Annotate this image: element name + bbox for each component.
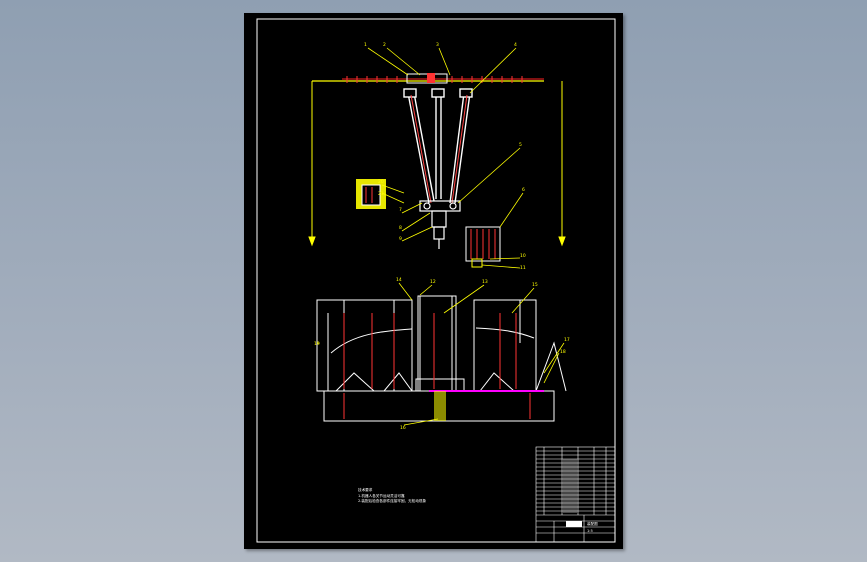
callout-label: 9 — [399, 236, 402, 242]
callout-label: 1 — [364, 42, 367, 48]
drawing-sheet: 1 2 3 4 5 6 7 8 9 10 11 12 13 14 15 16 1… — [244, 13, 623, 549]
notes-line: 1.机器人各关节运动灵活可靠 — [358, 493, 405, 498]
callout-label: 3 — [436, 42, 439, 48]
callout-label: 11 — [520, 265, 526, 271]
drawing-name: 装配图 — [587, 521, 598, 526]
callout-label: 7 — [399, 207, 402, 213]
callout-label: 10 — [520, 253, 526, 259]
callout-label: 5 — [519, 142, 522, 148]
callout-label: 18 — [560, 349, 566, 355]
notes-line: 2.装配后检查各部件连接牢固，无松动现象 — [358, 498, 427, 503]
technical-notes: 技术要求 1.机器人各关节运动灵活可靠 2.装配后检查各部件连接牢固，无松动现象 — [358, 487, 427, 503]
title-block-fill — [563, 459, 582, 527]
leader-lines — [317, 47, 565, 426]
callout-label: 20 — [378, 179, 384, 185]
callout-label: 8 — [399, 225, 402, 231]
callout-label: 15 — [532, 282, 538, 288]
arm-centerlines — [410, 94, 468, 204]
callout-label: 17 — [564, 337, 570, 343]
callout-label: 19 — [314, 341, 320, 347]
title-block-text: 装配图 1:5 — [587, 521, 598, 533]
drawing-frame — [256, 18, 616, 543]
detail-view-right — [465, 226, 501, 268]
travel-arrows — [308, 81, 566, 247]
callout-labels: 1 2 3 4 5 6 7 8 9 10 11 12 13 14 15 16 1… — [314, 42, 570, 431]
callout-label: 2 — [383, 42, 386, 48]
assembly-drawing: 1 2 3 4 5 6 7 8 9 10 11 12 13 14 15 16 1… — [256, 18, 616, 543]
drawing-scale: 1:5 — [587, 529, 593, 533]
callout-label: 14 — [396, 277, 402, 283]
callout-label: 4 — [514, 42, 517, 48]
notes-heading: 技术要求 — [358, 487, 373, 492]
callout-label: 13 — [482, 279, 488, 285]
callout-label: 12 — [430, 279, 436, 285]
fixture-hatching — [343, 313, 531, 419]
end-effector — [419, 200, 461, 249]
detail-view-left — [356, 179, 386, 209]
center-post — [434, 391, 446, 421]
callout-label: 21 — [378, 191, 384, 197]
callout-label: 16 — [400, 425, 406, 431]
top-rail — [312, 73, 544, 84]
callout-label: 6 — [522, 187, 525, 193]
robot-arms — [403, 88, 473, 204]
